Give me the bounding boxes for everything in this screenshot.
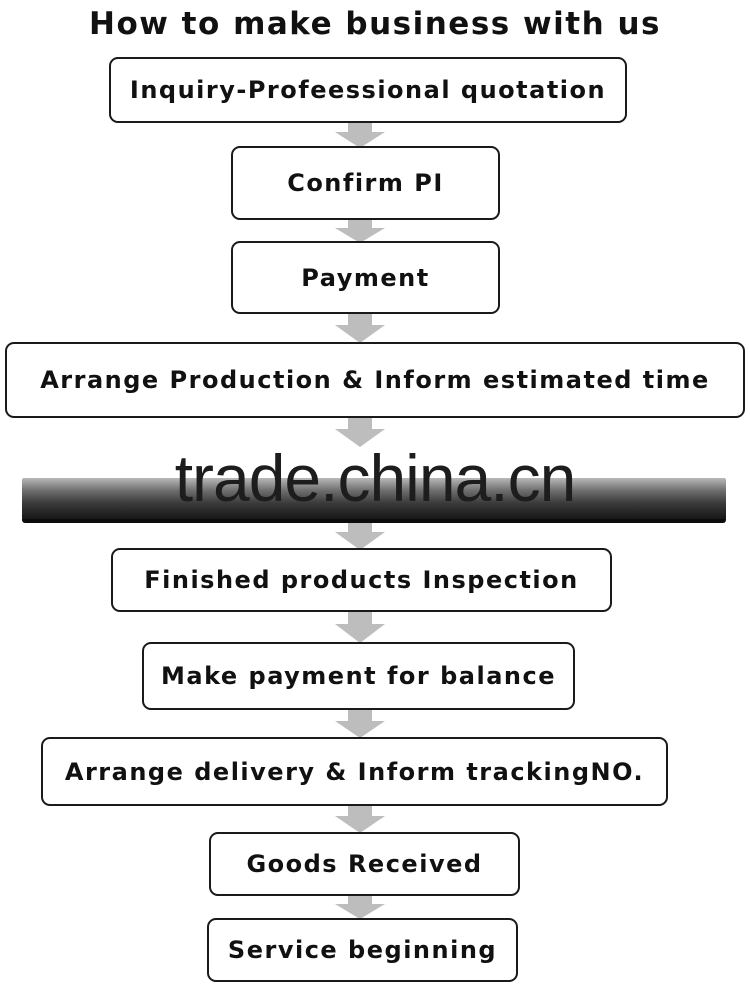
flowchart-title: How to make business with us	[89, 6, 661, 42]
arrow-down-icon	[335, 417, 385, 447]
step-service-beginning: Service beginning	[207, 918, 518, 982]
step-arrange-delivery: Arrange delivery & Inform trackingNO.	[41, 737, 668, 806]
arrow-down-icon	[335, 805, 385, 833]
step-inspection: Finished products Inspection	[111, 548, 612, 612]
arrow-down-icon	[335, 709, 385, 738]
step-inquiry: Inquiry-Profeessional quotation	[109, 57, 627, 123]
step-balance-payment: Make payment for balance	[142, 642, 575, 710]
watermark-band	[22, 478, 726, 523]
arrow-down-icon	[335, 611, 385, 643]
step-arrange-production: Arrange Production & Inform estimated ti…	[5, 342, 745, 418]
arrow-down-icon	[335, 895, 385, 919]
arrow-down-icon	[335, 219, 385, 243]
arrow-down-icon	[335, 122, 385, 148]
arrow-down-icon	[335, 313, 385, 343]
step-goods-received: Goods Received	[209, 832, 520, 896]
step-payment: Payment	[231, 241, 500, 314]
watermark-text: trade.china.cn	[174, 441, 577, 515]
arrow-down-icon	[335, 520, 385, 550]
step-confirm-pi: Confirm PI	[231, 146, 500, 220]
